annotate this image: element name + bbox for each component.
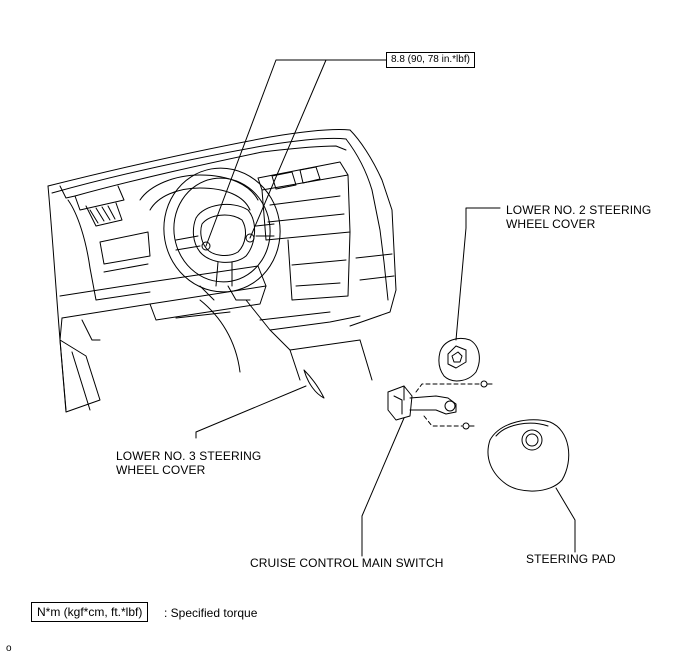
steering-wheel-illustration (163, 167, 325, 399)
lower-no2-cover-part (438, 338, 480, 382)
torque-callout: 8.8 (90, 78 in.*lbf) (386, 52, 475, 68)
dashboard-illustration (47, 129, 397, 413)
cruise-switch-label: CRUISE CONTROL MAIN SWITCH (250, 556, 444, 570)
legend-description: : Specified torque (164, 606, 258, 620)
lower-no3-cover-label: LOWER NO. 3 STEERING WHEEL COVER (116, 449, 262, 477)
cruise-switch-part (387, 380, 493, 430)
legend-unit-box: N*m (kgf*cm, ft.*lbf) (31, 602, 149, 622)
figure-id: o (6, 643, 12, 654)
lower-no2-cover-label: LOWER NO. 2 STEERING WHEEL COVER (506, 203, 652, 231)
steering-pad-label: STEERING PAD (526, 552, 616, 566)
install-guide-lines (415, 383, 481, 427)
leader-lines (195, 59, 576, 557)
steering-pad-part (487, 419, 570, 492)
